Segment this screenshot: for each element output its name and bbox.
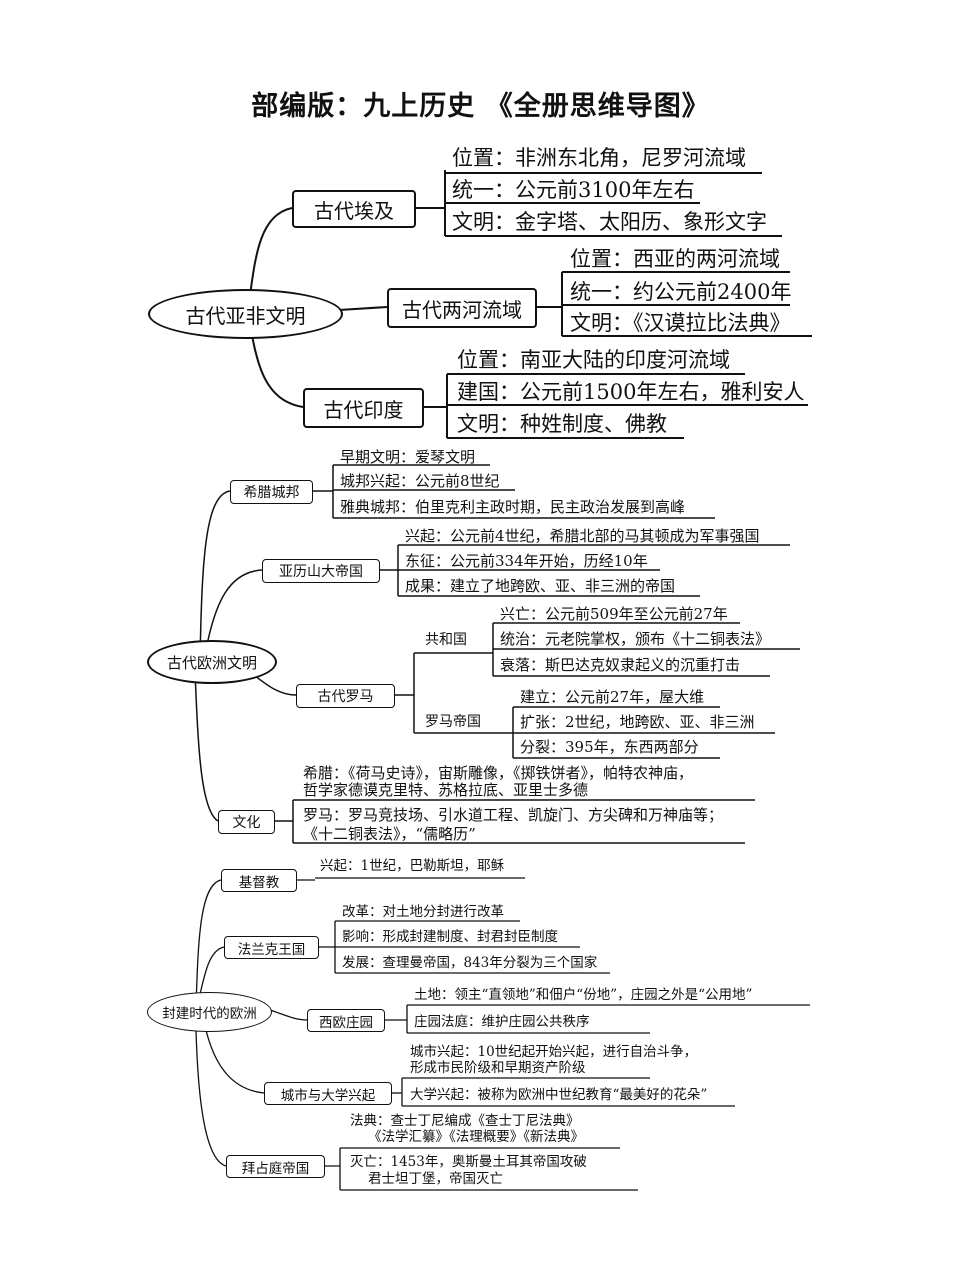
leaf-text: 位置：南亚大陆的印度河流域 <box>457 348 730 372</box>
leaf-text: 分裂：395年，东西两部分 <box>520 738 699 756</box>
leaf-text: 哲学家德谟克里特、苏格拉底、亚里士多德 <box>303 781 589 799</box>
leaf-text: 灭亡：1453年，奥斯曼土耳其帝国攻破 <box>350 1154 587 1170</box>
leaf-text: 土地：领主“直领地”和佃户“份地”，庄园之外是“公用地” <box>414 987 753 1003</box>
branch-node: 基督教 <box>221 869 297 892</box>
branch-node: 西欧庄园 <box>307 1009 385 1032</box>
branch-label: 文化 <box>232 815 261 831</box>
leaf-text: 文明：种姓制度、佛教 <box>457 412 667 436</box>
leaf-text: 文明：《汉谟拉比法典》 <box>570 311 791 335</box>
leaf-text: 统治：元老院掌权，颁布《十二铜表法》 <box>500 630 771 648</box>
branch-label: 亚历山大帝国 <box>279 564 363 580</box>
branch-node: 希腊城邦 <box>230 480 313 504</box>
leaf-text: 大学兴起：被称为欧洲中世纪教育“最美好的花朵” <box>410 1087 708 1103</box>
branch-node: 亚历山大帝国 <box>262 559 380 583</box>
branch-label: 城市与大学兴起 <box>280 1087 376 1104</box>
branch-label: 基督教 <box>238 874 280 891</box>
leaf-text: 兴亡：公元前509年至公元前27年 <box>500 605 728 623</box>
branch-label: 古代罗马 <box>317 689 374 705</box>
leaf-text: 庄园法庭：维护庄园公共秩序 <box>414 1014 590 1030</box>
root-label: 古代欧洲文明 <box>166 653 257 672</box>
leaf-text: 成果：建立了地跨欧、亚、非三洲的帝国 <box>405 577 676 595</box>
leaf-text: 希腊：《荷马史诗》，宙斯雕像，《掷铁饼者》，帕特农神庙， <box>303 764 694 782</box>
sub-branch-label: 罗马帝国 <box>425 714 481 730</box>
leaf-text: 早期文明：爱琴文明 <box>340 448 476 466</box>
leaf-text: 城市兴起：10世纪起开始兴起，进行自治斗争， <box>410 1044 698 1060</box>
leaf-text: 雅典城邦：伯里克利主政时期，民主政治发展到高峰 <box>340 498 686 516</box>
leaf-text: 法典：查士丁尼编成《查士丁尼法典》 <box>350 1113 580 1129</box>
root-node: 封建时代的欧洲 <box>147 992 272 1032</box>
root-label: 古代亚非文明 <box>185 303 306 328</box>
branch-node: 古代埃及 <box>292 190 416 228</box>
leaf-text: 兴起：公元前4世纪，希腊北部的马其顿成为军事强国 <box>405 527 760 545</box>
branch-node: 城市与大学兴起 <box>264 1082 392 1105</box>
leaf-text: 影响：形成封建制度、封君封臣制度 <box>342 929 558 945</box>
leaf-text: 兴起：1世纪，巴勒斯坦，耶稣 <box>320 858 505 874</box>
root-node: 古代亚非文明 <box>148 289 343 339</box>
leaf-text: 罗马：罗马竞技场、引水道工程、凯旋门、方尖碑和万神庙等； <box>303 806 724 824</box>
branch-node: 法兰克王国 <box>224 936 319 959</box>
leaf-text: 统一：约公元前2400年 <box>570 280 792 304</box>
page-title: 部编版：九上历史 《全册思维导图》 <box>251 91 710 122</box>
leaf-text: 《十二铜表法》，“儒略历” <box>303 825 476 843</box>
branch-label: 西欧庄园 <box>319 1014 373 1031</box>
leaf-text: 建立：公元前27年，屋大维 <box>520 688 705 706</box>
branch-node: 古代印度 <box>303 388 424 428</box>
leaf-text: 建国：公元前1500年左右，雅利安人 <box>457 380 805 404</box>
branch-label: 古代埃及 <box>314 198 394 223</box>
branch-node: 古代两河流域 <box>387 288 537 328</box>
branch-node: 文化 <box>218 810 275 834</box>
leaf-text: 改革：对土地分封进行改革 <box>342 904 504 920</box>
branch-label: 拜占庭帝国 <box>241 1160 310 1177</box>
branch-label: 希腊城邦 <box>243 485 300 501</box>
root-node: 古代欧洲文明 <box>147 640 277 684</box>
sub-branch-label: 共和国 <box>425 632 467 648</box>
leaf-text: 东征：公元前334年开始，历经10年 <box>405 552 648 570</box>
leaf-text: 位置：非洲东北角，尼罗河流域 <box>452 146 746 170</box>
root-label: 封建时代的欧洲 <box>162 1006 257 1022</box>
branch-label: 法兰克王国 <box>237 941 306 958</box>
leaf-text: 扩张：2世纪，地跨欧、亚、非三洲 <box>520 713 755 731</box>
leaf-text: 衰落：斯巴达克奴隶起义的沉重打击 <box>500 656 741 674</box>
leaf-text: 《法学汇纂》《法理概要》《新法典》 <box>368 1129 584 1145</box>
branch-label: 古代两河流域 <box>402 297 522 322</box>
leaf-text: 发展：查理曼帝国，843年分裂为三个国家 <box>342 955 598 971</box>
branch-node: 古代罗马 <box>296 684 395 708</box>
leaf-text: 城邦兴起：公元前8世纪 <box>340 472 500 490</box>
leaf-text: 位置：西亚的两河流域 <box>570 247 780 271</box>
branch-node: 拜占庭帝国 <box>226 1155 325 1178</box>
leaf-text: 君士坦丁堡，帝国灭亡 <box>368 1171 503 1187</box>
leaf-text: 文明：金字塔、太阳历、象形文字 <box>452 210 767 234</box>
leaf-text: 统一：公元前3100年左右 <box>452 178 695 202</box>
leaf-text: 形成市民阶级和早期资产阶级 <box>410 1060 586 1076</box>
branch-label: 古代印度 <box>323 397 404 422</box>
